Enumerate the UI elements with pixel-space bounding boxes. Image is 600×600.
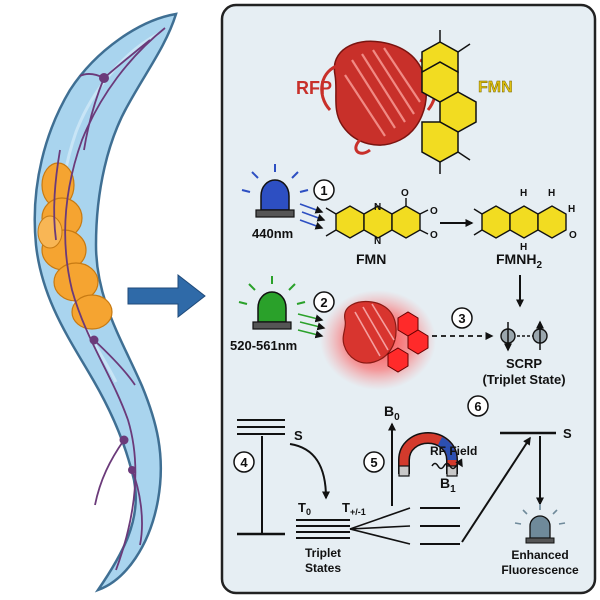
zeeman-levels [420,507,460,545]
svg-text:6: 6 [474,399,481,414]
enhanced-label-2: Fluorescence [501,563,579,577]
step-3-badge: 3 [451,307,473,329]
blue-lamp-icon [241,164,309,218]
b0-label: B0 [384,403,400,423]
svg-text:3: 3 [458,311,465,326]
fmn-atom-n2: N [374,236,381,247]
fmn-atom-n1: N [374,202,381,213]
fmnh2-atom-h2: H [548,188,555,199]
svg-text:4: 4 [240,455,248,470]
step-5-badge: 5 [363,451,385,473]
rfp-protein-top [320,40,438,155]
fmn-atom-o2: O [430,206,438,217]
fmn-atom-o1: O [401,188,409,199]
fmnh2-atom-h4: H [520,242,527,253]
fmn-molecule-top [421,30,477,174]
fmn-atom-o3: O [430,230,438,241]
wavelength-blue-label: 440nm [252,226,293,241]
step-6-badge: 6 [467,395,489,417]
fmnh2-label: FMNH2 [496,251,542,271]
fmnh2-atom-h1: H [520,188,527,199]
enhanced-label-1: Enhanced [511,548,568,562]
fluorescence-lamp-icon [514,504,566,544]
triplet-states-label-1: Triplet [305,546,341,560]
transition-arrow [127,273,206,319]
magnet-icon [398,431,458,477]
singlet-left-label: S [294,428,303,443]
svg-text:1: 1 [320,183,327,198]
fmnh2-atom-h3: H [568,204,575,215]
rfp-fmn-complex-glowing [320,290,436,390]
scrp-radical-pair [500,320,548,352]
step-1-badge: 1 [313,179,335,201]
triplet-states-label-2: States [305,561,341,575]
step-4-badge: 4 [233,451,255,473]
rfp-label: RFP [296,78,332,98]
worm-neuron-cells [89,73,136,474]
green-light-rays [297,313,326,339]
zeeman-split-lines [349,507,411,545]
fmn-molecule [325,198,429,239]
green-lamp-icon [238,276,306,330]
svg-text:5: 5 [370,455,377,470]
triplet-levels [296,519,350,539]
fmn-top-label: FMN [478,79,513,96]
b1-label: B1 [440,475,456,495]
rf-wave [431,458,463,470]
scrp-state-label: (Triplet State) [482,372,565,387]
fmn-label: FMN [356,251,386,267]
svg-text:2: 2 [320,295,327,310]
rf-field-label: RF Field [430,444,477,458]
fmnh2-atom-o: O [569,230,577,241]
rf-transition-arrow [461,436,531,543]
scrp-label: SCRP [506,356,542,371]
singlet-levels-left [237,419,285,435]
blue-light-rays [299,203,326,230]
worm-illustration [33,12,178,593]
fmnh2-molecule [473,205,567,239]
singlet-right-label: S [563,426,572,441]
step-2-badge: 2 [313,291,335,313]
isc-arrow [289,443,330,500]
tpm-label: T+/-1 [342,500,366,517]
wavelength-green-label: 520-561nm [230,338,297,353]
t0-label: T0 [298,500,311,517]
worm-gut [37,162,113,330]
